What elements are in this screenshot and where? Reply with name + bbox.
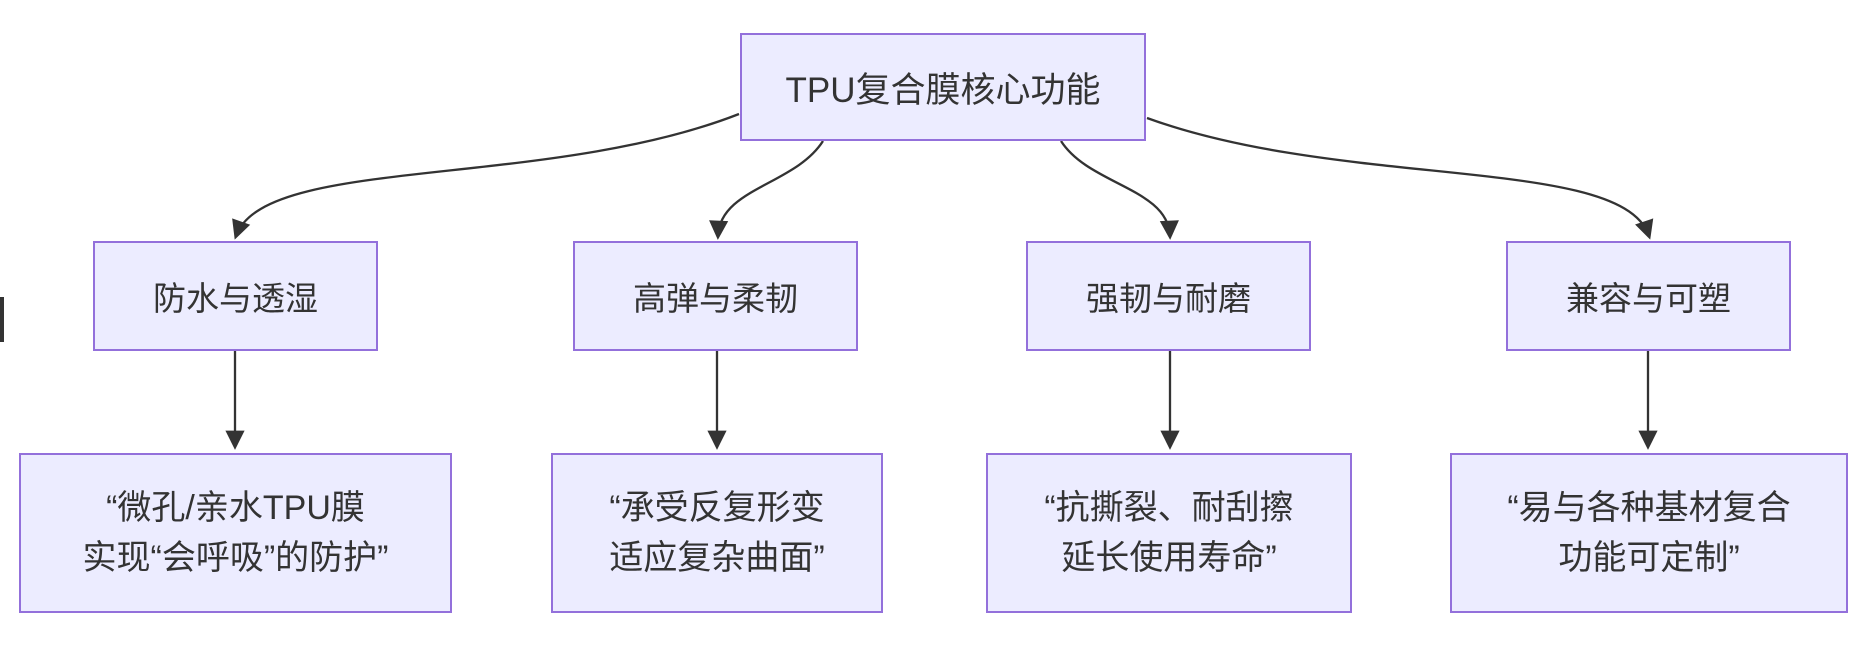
node-label: 高弹与柔韧 [633, 280, 798, 317]
node-label: TPU复合膜核心功能 [785, 70, 1101, 110]
node-elastic-detail: “承受反复形变 适应复杂曲面” [551, 453, 883, 613]
detail-line: 适应复杂曲面” [609, 539, 825, 577]
node-label: 防水与透湿 [153, 280, 318, 317]
node-compatible-detail: “易与各种基材复合 功能可定制” [1450, 453, 1848, 613]
detail-line: 实现“会呼吸”的防护” [82, 539, 389, 577]
node-tough-detail: “抗撕裂、耐刮擦 延长使用寿命” [986, 453, 1352, 613]
detail-line: 功能可定制” [1558, 539, 1740, 577]
detail-line: “承受反复形变 [609, 489, 825, 527]
edge-root-to-waterproof [232, 112, 740, 240]
edge-root-to-tough [1060, 140, 1179, 240]
node-label: 兼容与可塑 [1566, 280, 1731, 317]
node-root-tpu-core-functions: TPU复合膜核心功能 [740, 33, 1146, 141]
node-waterproof-breathable: 防水与透湿 [93, 241, 378, 351]
detail-line: “易与各种基材复合 [1507, 489, 1791, 527]
node-elastic-flexible: 高弹与柔韧 [573, 241, 858, 351]
node-tough-wearproof: 强韧与耐磨 [1026, 241, 1311, 351]
node-waterproof-detail: “微孔/亲水TPU膜 实现“会呼吸”的防护” [19, 453, 452, 613]
clipped-edge-artifact [0, 297, 4, 342]
edge-root-to-elastic [709, 140, 824, 240]
detail-line: “抗撕裂、耐刮擦 [1044, 489, 1294, 527]
detail-line: “微孔/亲水TPU膜 [106, 489, 365, 527]
node-compatible-moldable: 兼容与可塑 [1506, 241, 1791, 351]
edge-root-to-compatible [1146, 116, 1654, 240]
detail-line: 延长使用寿命” [1061, 539, 1277, 577]
node-label: 强韧与耐磨 [1086, 280, 1251, 317]
